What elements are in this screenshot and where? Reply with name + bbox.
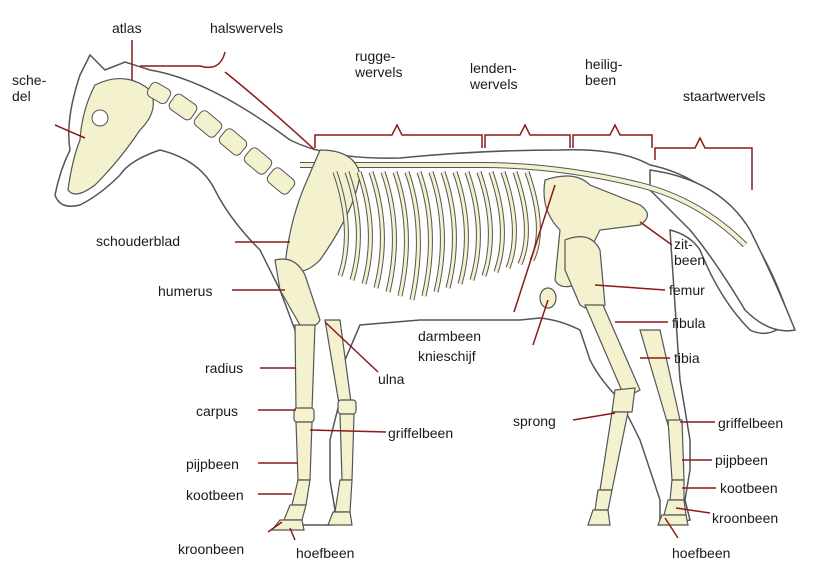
label-kootbeen-hind: kootbeen xyxy=(720,480,778,496)
label-ulna: ulna xyxy=(378,371,404,387)
label-zitbeen: zit- been xyxy=(674,236,705,268)
label-carpus: carpus xyxy=(196,403,238,419)
label-kootbeen-front: kootbeen xyxy=(186,487,244,503)
label-knieschijf: knieschijf xyxy=(418,348,476,364)
label-darmbeen: darmbeen xyxy=(418,328,481,344)
label-griffelbeen-hind: griffelbeen xyxy=(718,415,783,431)
eye-socket xyxy=(92,110,108,126)
label-kroonbeen-hind: kroonbeen xyxy=(712,510,778,526)
label-femur: femur xyxy=(669,282,705,298)
label-ruggewervels: rugge- wervels xyxy=(355,48,402,80)
label-heiligbeen: heilig- been xyxy=(585,56,622,88)
label-pijpbeen-front: pijpbeen xyxy=(186,456,239,472)
label-pijpbeen-hind: pijpbeen xyxy=(715,452,768,468)
label-fibula: fibula xyxy=(672,315,705,331)
label-sprong: sprong xyxy=(513,413,556,429)
label-kroonbeen-front: kroonbeen xyxy=(178,541,244,557)
label-atlas: atlas xyxy=(112,20,142,36)
label-halswervels: halswervels xyxy=(210,20,283,36)
label-tibia: tibia xyxy=(674,350,700,366)
label-schedel: sche- del xyxy=(12,72,46,104)
label-staartwervels: staartwervels xyxy=(683,88,765,104)
label-lendenwervels: lenden- wervels xyxy=(470,60,517,92)
label-schouderblad: schouderblad xyxy=(96,233,180,249)
label-hoefbeen-front: hoefbeen xyxy=(296,545,354,561)
label-griffelbeen-front: griffelbeen xyxy=(388,425,453,441)
label-humerus: humerus xyxy=(158,283,212,299)
label-hoefbeen-hind: hoefbeen xyxy=(672,545,730,561)
label-radius: radius xyxy=(205,360,243,376)
